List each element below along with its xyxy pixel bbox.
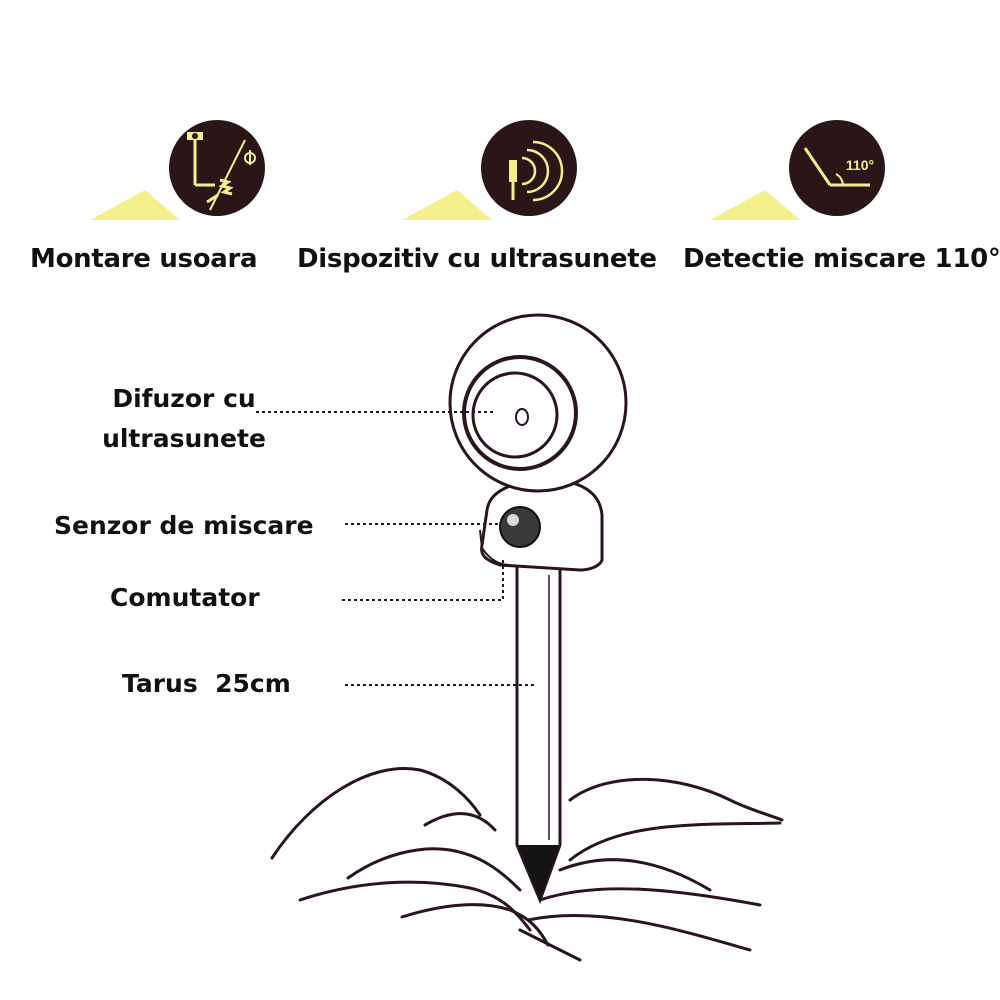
callout-lines bbox=[256, 411, 535, 686]
sensor-highlight bbox=[507, 514, 519, 526]
callout-switch: Comutator bbox=[110, 583, 260, 612]
detection-angle-icon: 110° bbox=[710, 120, 885, 220]
feature-label: Detectie miscare 110° bbox=[683, 244, 1000, 274]
callout-speaker-line1: Difuzor cu bbox=[112, 384, 256, 413]
callout-speaker-line2: ultrasunete bbox=[102, 424, 266, 453]
angle-text: 110° bbox=[846, 157, 874, 173]
callout-motion-sensor: Senzor de miscare bbox=[54, 511, 314, 540]
feature-label: Montare usoara bbox=[30, 244, 258, 274]
motion-sensor bbox=[499, 506, 541, 548]
callout-stake: Tarus 25cm bbox=[122, 669, 291, 698]
feature-label: Dispozitiv cu ultrasunete bbox=[297, 244, 657, 274]
ultrasonic-waves-icon bbox=[402, 120, 577, 220]
mounting-tools-icon bbox=[90, 120, 265, 220]
sensor-housing bbox=[479, 478, 604, 572]
ground-lines bbox=[270, 767, 784, 962]
speaker-head bbox=[448, 313, 628, 493]
callout-speaker: Difuzor cu ultrasunete bbox=[84, 379, 284, 459]
stake bbox=[515, 558, 562, 905]
